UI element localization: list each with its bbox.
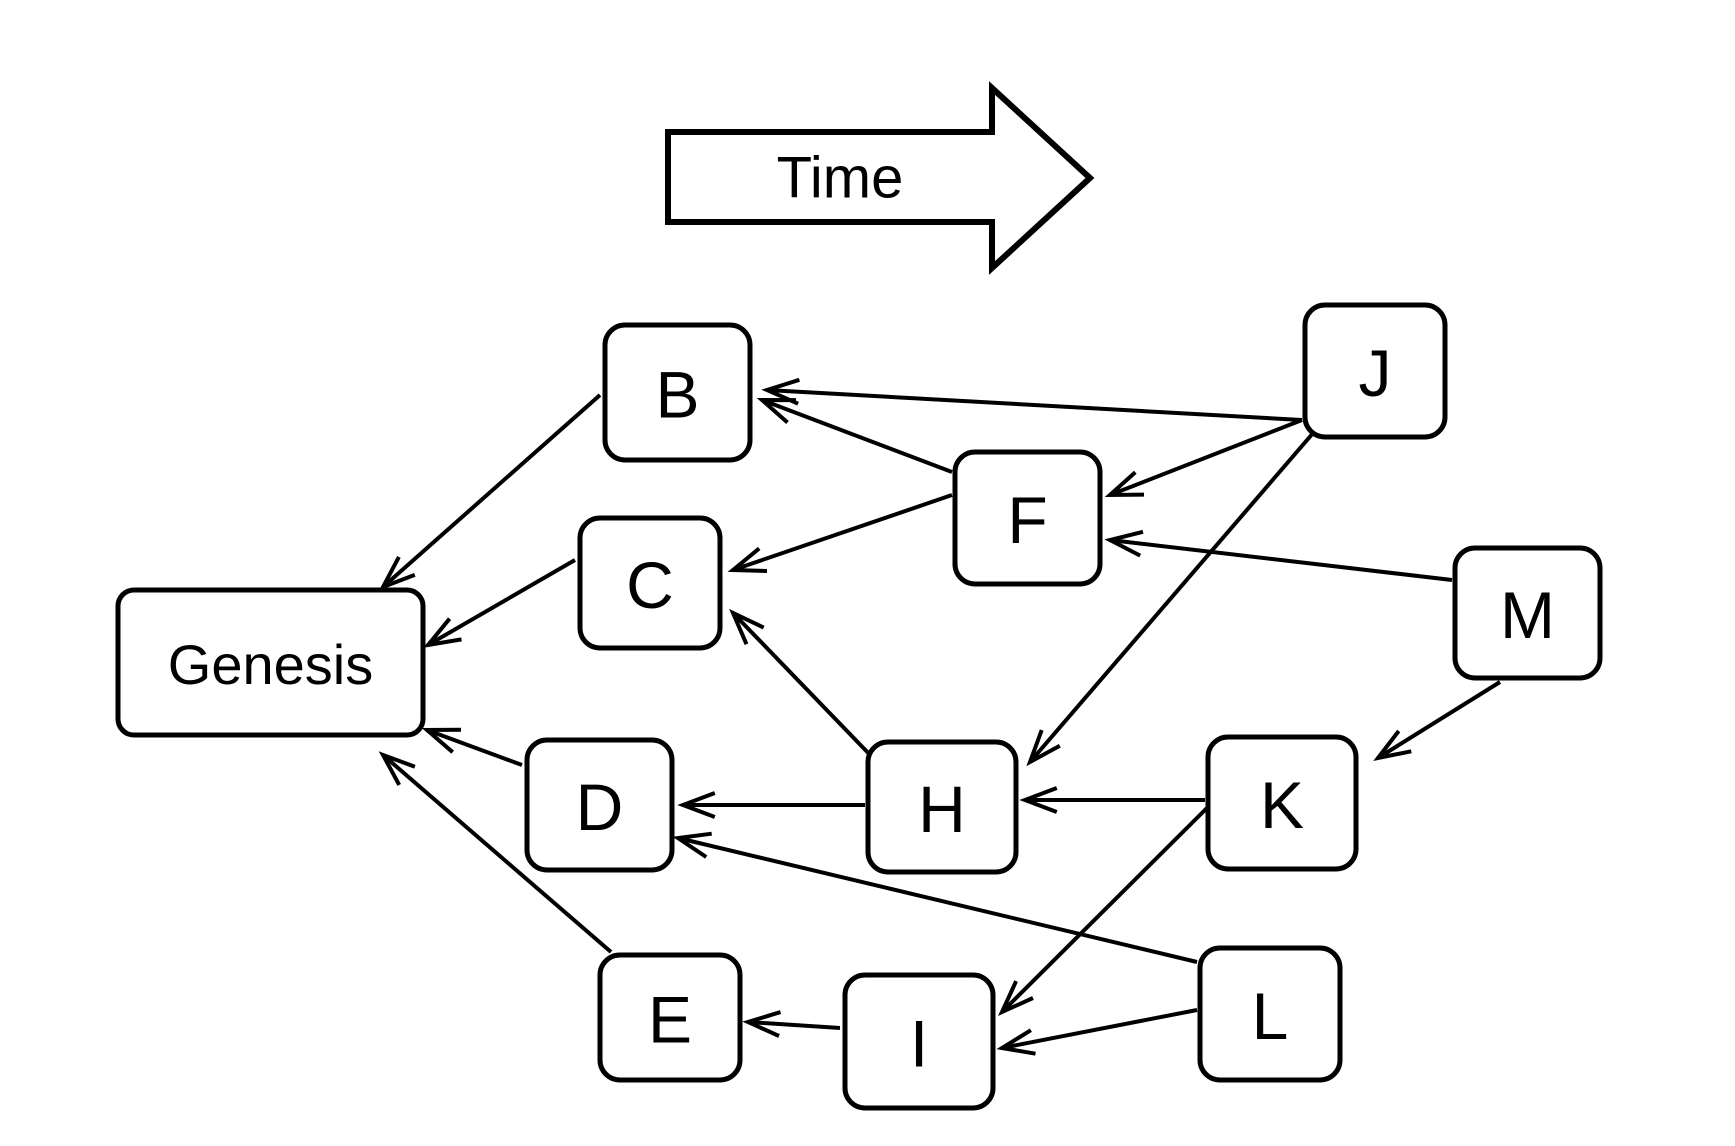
edge-K-to-H	[1019, 786, 1205, 814]
edge-C-to-genesis	[423, 558, 577, 648]
edge-F-to-B	[756, 397, 953, 474]
edge-E-to-genesis	[378, 751, 613, 954]
node-box-c[interactable]	[577, 515, 723, 651]
arrow-head-icon	[996, 1028, 1036, 1056]
arrow-head-icon	[1373, 729, 1412, 762]
node-label-f: F	[1007, 483, 1047, 557]
edge-H-to-C	[729, 608, 877, 762]
edge-J-to-H	[1026, 423, 1322, 767]
node-label-i: I	[910, 1007, 928, 1081]
edge-B-to-genesis	[378, 393, 602, 591]
edge-L-to-D	[672, 831, 1198, 964]
node-c[interactable]: C	[577, 515, 723, 651]
nodes-layer: Genesis B C D E F H I J K L M	[115, 302, 1603, 1111]
arrow-head-icon	[677, 791, 716, 819]
edge-H-to-D	[677, 791, 865, 819]
node-box-m[interactable]	[1452, 545, 1603, 681]
node-box-h[interactable]	[865, 739, 1019, 875]
node-j[interactable]: J	[1302, 302, 1448, 440]
node-label-m: M	[1500, 578, 1555, 652]
node-box-j[interactable]	[1302, 302, 1448, 440]
node-box-k[interactable]	[1205, 734, 1359, 872]
edge-line	[1376, 680, 1502, 760]
edge-M-to-K	[1373, 680, 1502, 762]
edge-line	[766, 388, 1303, 422]
node-label-c: C	[626, 548, 674, 622]
right-arrow-banner-icon	[665, 81, 1095, 275]
arrow-head-icon	[378, 555, 416, 591]
edge-M-to-F	[1104, 529, 1453, 582]
node-e[interactable]: E	[597, 952, 743, 1083]
arrow-head-icon	[729, 608, 765, 645]
node-box-f[interactable]	[952, 449, 1103, 587]
edge-line	[426, 558, 577, 647]
edge-F-to-C	[727, 493, 953, 573]
arrow-head-icon	[1104, 470, 1145, 498]
node-genesis[interactable]: Genesis	[115, 587, 426, 738]
edge-line	[677, 836, 1198, 964]
edge-line	[1001, 1008, 1198, 1050]
node-box-d[interactable]	[524, 737, 675, 873]
edge-line	[426, 728, 523, 767]
time-arrow-banner: Time	[665, 81, 1095, 275]
edge-line	[731, 611, 877, 762]
node-f[interactable]: F	[952, 449, 1103, 587]
edge-K-to-I	[997, 798, 1217, 1017]
edge-D-to-genesis	[421, 727, 523, 767]
node-label-h: H	[918, 772, 966, 846]
node-label-b: B	[655, 358, 699, 432]
arrow-head-icon	[421, 727, 462, 754]
node-label-l: L	[1252, 979, 1289, 1053]
node-b[interactable]: B	[602, 322, 753, 463]
node-m[interactable]: M	[1452, 545, 1603, 681]
node-box-l[interactable]	[1197, 945, 1343, 1083]
node-box-i[interactable]	[842, 972, 996, 1111]
edge-line	[1109, 418, 1303, 497]
node-label-genesis: Genesis	[168, 633, 373, 696]
node-label-d: D	[576, 770, 624, 844]
node-label-k: K	[1260, 768, 1304, 842]
edge-J-to-F	[1104, 418, 1303, 498]
node-l[interactable]: L	[1197, 945, 1343, 1083]
edge-line	[747, 1020, 841, 1030]
edge-line	[732, 493, 953, 572]
edge-J-to-B	[761, 377, 1303, 422]
arrow-head-icon	[997, 980, 1034, 1017]
node-label-j: J	[1359, 336, 1392, 410]
edge-I-to-E	[742, 1010, 841, 1038]
arrow-head-icon	[1026, 729, 1061, 767]
edge-line	[381, 393, 602, 589]
node-box-b[interactable]	[602, 322, 753, 463]
time-axis-label: Time	[777, 146, 904, 211]
node-h[interactable]: H	[865, 739, 1019, 875]
arrow-head-icon	[742, 1010, 782, 1038]
arrow-head-icon	[1104, 529, 1144, 558]
arrow-head-icon	[727, 546, 768, 573]
arrow-head-icon	[378, 751, 416, 786]
node-box-e[interactable]	[597, 952, 743, 1083]
edge-line	[1000, 798, 1217, 1014]
node-label-e: E	[648, 983, 692, 1057]
arrow-head-icon	[761, 377, 801, 406]
edge-L-to-I	[996, 1008, 1198, 1056]
edge-line	[761, 398, 953, 474]
arrow-head-icon	[423, 617, 462, 648]
edge-line	[381, 753, 613, 954]
edges-layer	[378, 377, 1502, 1056]
arrow-head-icon	[756, 397, 797, 424]
arrow-head-icon	[672, 831, 712, 859]
node-d[interactable]: D	[524, 737, 675, 873]
edge-line	[1109, 538, 1453, 582]
node-i[interactable]: I	[842, 972, 996, 1111]
node-box-genesis[interactable]	[115, 587, 426, 738]
edge-line	[1028, 423, 1322, 764]
arrow-head-icon	[1019, 786, 1058, 814]
node-k[interactable]: K	[1205, 734, 1359, 872]
